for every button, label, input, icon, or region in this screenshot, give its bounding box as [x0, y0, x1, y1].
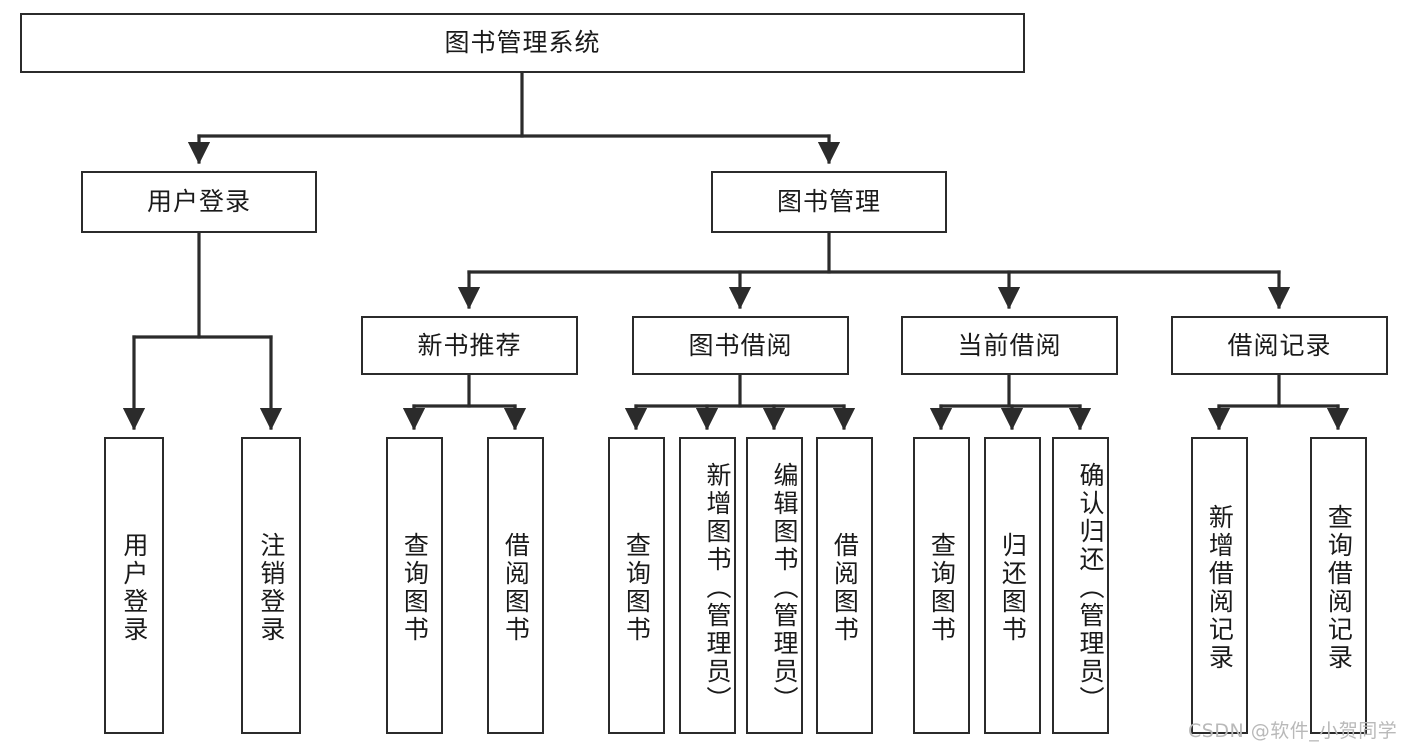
node-borrow-record-label: 借阅记录	[1227, 330, 1332, 360]
node-leaf-confirm-return[interactable]: 确认归还（管理员）	[1052, 437, 1109, 734]
watermark: CSDN @软件_小贺同学	[1188, 720, 1398, 742]
node-leaf-add-book[interactable]: 新增图书（管理员）	[679, 437, 736, 734]
node-leaf-logout[interactable]: 注销登录	[241, 437, 301, 734]
node-current-borrow-label: 当前借阅	[957, 330, 1062, 360]
node-leaf-borrow-book-1[interactable]: 借阅图书	[487, 437, 544, 734]
node-leaf-query-record[interactable]: 查询借阅记录	[1310, 437, 1367, 734]
node-leaf-query-book-3-label: 查询图书	[927, 531, 957, 644]
node-leaf-user-login[interactable]: 用户登录	[104, 437, 164, 734]
node-leaf-confirm-return-label: 确认归还（管理员）	[1076, 461, 1105, 714]
node-leaf-return-book-label: 归还图书	[998, 531, 1028, 644]
node-leaf-return-book[interactable]: 归还图书	[984, 437, 1041, 734]
node-book-manage-label: 图书管理	[776, 187, 881, 216]
node-leaf-logout-label: 注销登录	[256, 531, 286, 644]
node-leaf-edit-book-label: 编辑图书（管理员）	[770, 461, 799, 714]
node-leaf-query-book-3[interactable]: 查询图书	[913, 437, 970, 734]
node-book-borrow[interactable]: 图书借阅	[632, 316, 849, 375]
node-leaf-edit-book[interactable]: 编辑图书（管理员）	[746, 437, 803, 734]
node-leaf-borrow-book-2-label: 借阅图书	[830, 531, 860, 644]
node-user-login[interactable]: 用户登录	[81, 171, 317, 233]
node-user-login-label: 用户登录	[146, 187, 251, 216]
node-leaf-add-book-label: 新增图书（管理员）	[703, 461, 732, 714]
node-new-book-recommend-label: 新书推荐	[417, 330, 522, 360]
node-leaf-add-record[interactable]: 新增借阅记录	[1191, 437, 1248, 734]
node-leaf-query-book-1[interactable]: 查询图书	[386, 437, 443, 734]
node-leaf-borrow-book-2[interactable]: 借阅图书	[816, 437, 873, 734]
node-leaf-user-login-label: 用户登录	[119, 531, 149, 644]
node-current-borrow[interactable]: 当前借阅	[901, 316, 1118, 375]
node-root-label: 图书管理系统	[444, 28, 601, 57]
node-leaf-query-book-2[interactable]: 查询图书	[608, 437, 665, 734]
node-leaf-query-book-2-label: 查询图书	[622, 531, 652, 644]
node-new-book-recommend[interactable]: 新书推荐	[361, 316, 578, 375]
node-leaf-query-record-label: 查询借阅记录	[1324, 503, 1354, 672]
node-root[interactable]: 图书管理系统	[20, 13, 1025, 73]
node-book-manage[interactable]: 图书管理	[711, 171, 947, 233]
node-book-borrow-label: 图书借阅	[688, 330, 793, 360]
node-leaf-add-record-label: 新增借阅记录	[1205, 503, 1235, 672]
node-leaf-borrow-book-1-label: 借阅图书	[501, 531, 531, 644]
node-leaf-query-book-1-label: 查询图书	[400, 531, 430, 644]
node-borrow-record[interactable]: 借阅记录	[1171, 316, 1388, 375]
